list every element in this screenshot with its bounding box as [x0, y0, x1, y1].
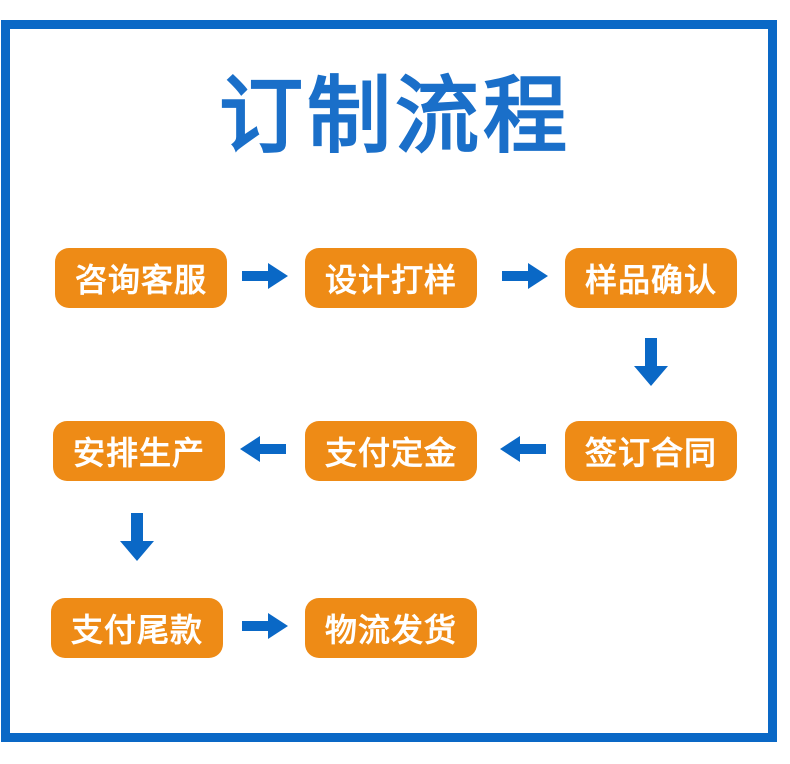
- flow-node-pay-deposit[interactable]: 支付定金: [305, 421, 477, 481]
- arrow-left-icon: [240, 436, 286, 462]
- arrow-right-icon: [242, 613, 288, 639]
- flow-node-sign-contract[interactable]: 签订合同: [565, 421, 737, 481]
- arrow-left-icon: [500, 436, 546, 462]
- arrow-down-icon: [120, 513, 154, 561]
- arrow-down-icon: [634, 338, 668, 386]
- flow-node-design-sample[interactable]: 设计打样: [305, 248, 477, 308]
- arrow-right-icon: [242, 263, 288, 289]
- flow-node-pay-balance[interactable]: 支付尾款: [51, 598, 223, 658]
- flow-node-logistics-shipment[interactable]: 物流发货: [305, 598, 477, 658]
- flow-node-sample-confirm[interactable]: 样品确认: [565, 248, 737, 308]
- flow-node-consult-service[interactable]: 咨询客服: [55, 248, 227, 308]
- page-title: 订制流程: [218, 69, 571, 163]
- arrow-right-icon: [502, 263, 548, 289]
- flow-node-arrange-production[interactable]: 安排生产: [53, 421, 225, 481]
